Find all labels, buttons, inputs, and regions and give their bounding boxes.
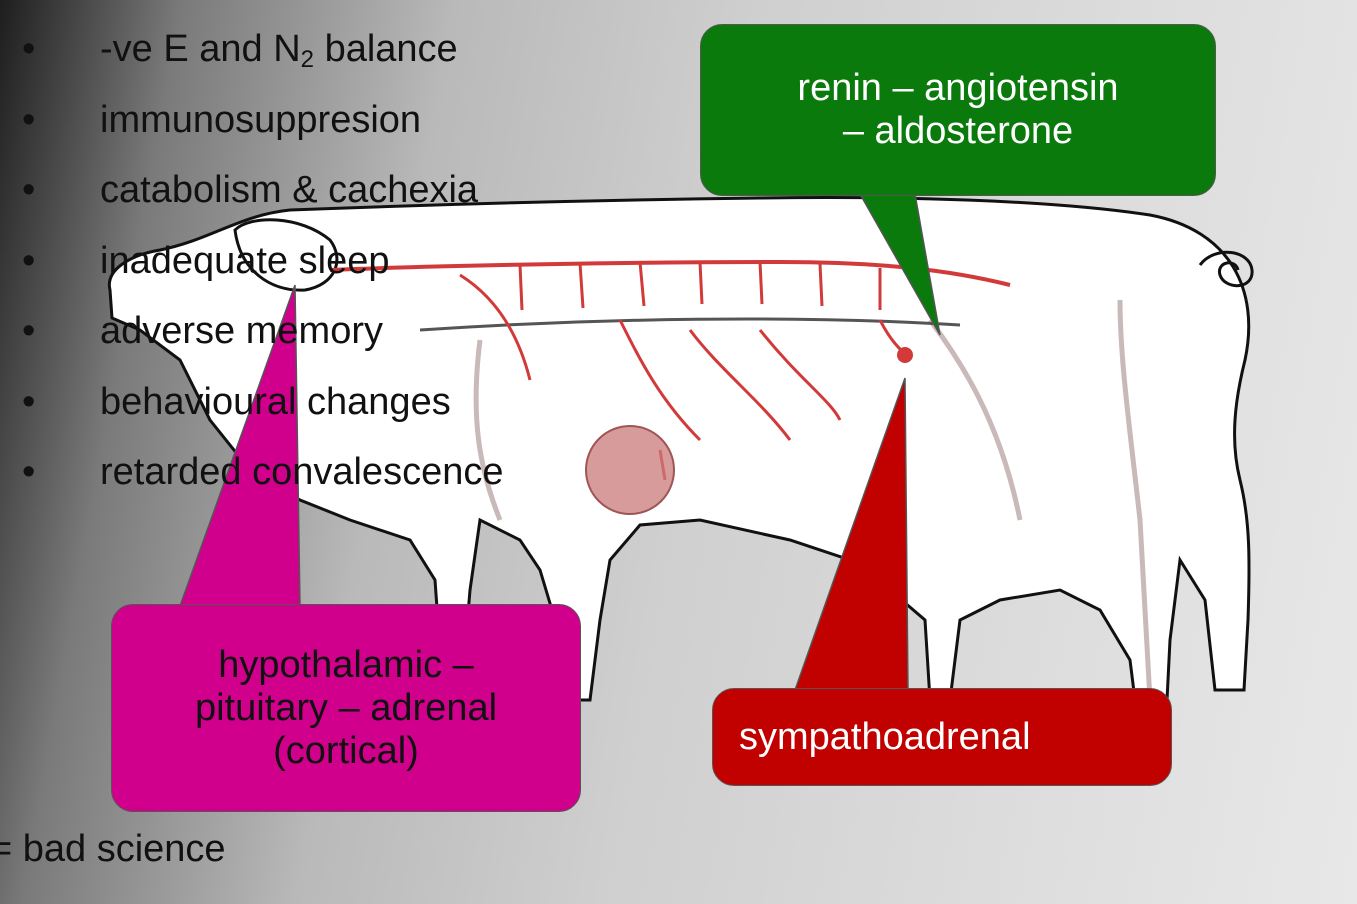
- red-callout-pointer: [795, 378, 908, 690]
- list-item: •behavioural changes: [22, 367, 503, 438]
- footer-text: bad science: [12, 828, 225, 870]
- bullet-icon: •: [22, 437, 100, 508]
- bullet-icon: •: [22, 155, 100, 226]
- bullet-icon: •: [22, 14, 100, 85]
- list-item: •inadequate sleep: [22, 226, 503, 297]
- bullet-icon: •: [22, 226, 100, 297]
- hpa-callout-line1: hypothalamic –: [195, 644, 497, 687]
- list-item: •adverse memory: [22, 296, 503, 367]
- sympathoadrenal-callout: sympathoadrenal: [712, 688, 1172, 786]
- raa-callout-line1: renin – angiotensin: [797, 67, 1118, 110]
- hpa-callout-line3: (cortical): [195, 730, 497, 773]
- list-item: •catabolism & cachexia: [22, 155, 503, 226]
- hpa-callout-line2: pituitary – adrenal: [195, 687, 497, 730]
- bullet-icon: •: [22, 296, 100, 367]
- raa-callout-line2: – aldosterone: [797, 110, 1118, 153]
- equals-sign: =: [0, 828, 12, 870]
- symptom-list: •-ve E and N2 balance •immunosuppresion …: [22, 14, 503, 508]
- footer-caption: = bad science: [0, 828, 226, 871]
- hpa-callout: hypothalamic – pituitary – adrenal (cort…: [111, 604, 581, 812]
- list-item: •-ve E and N2 balance: [22, 14, 503, 85]
- raa-callout: renin – angiotensin – aldosterone: [700, 24, 1216, 196]
- sympathoadrenal-label: sympathoadrenal: [739, 716, 1031, 759]
- bullet-icon: •: [22, 367, 100, 438]
- bullet-icon: •: [22, 85, 100, 156]
- list-item: •immunosuppresion: [22, 85, 503, 156]
- green-callout-pointer: [860, 194, 940, 335]
- list-item: •retarded convalescence: [22, 437, 503, 508]
